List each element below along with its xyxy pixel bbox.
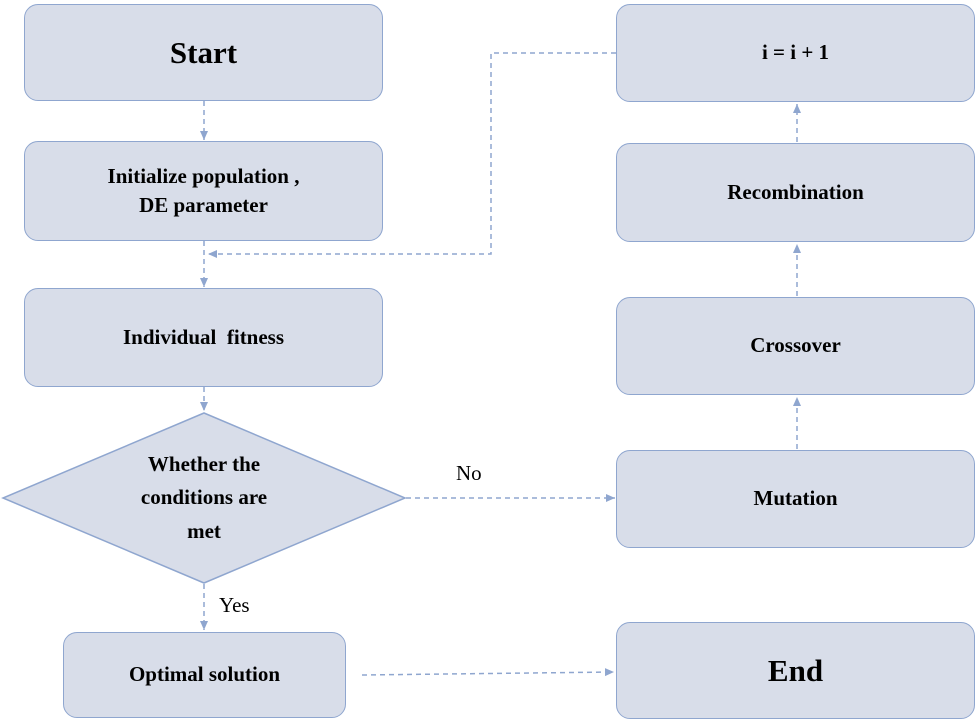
- decision-diamond: [1, 412, 407, 584]
- decision-label-line2: conditions are: [140, 485, 268, 510]
- decision-label-line1: Whether the: [147, 451, 261, 476]
- start-node-label: Start: [169, 34, 238, 70]
- recombination-node-label: Recombination: [727, 179, 864, 204]
- decision-label-line3: met: [187, 518, 221, 543]
- mutation-node-label: Mutation: [753, 486, 838, 511]
- fitness-node-label: Individual fitness: [122, 324, 285, 349]
- end-node-label: End: [767, 652, 824, 688]
- initialize-node-label-line1: Initialize population ,: [107, 163, 300, 188]
- yes-edge-label: Yes: [219, 593, 250, 617]
- decision-node-label: Whether the conditions are met: [74, 448, 334, 548]
- initialize-node: Initialize population , DE parameter: [24, 141, 383, 241]
- no-edge-label: No: [456, 461, 482, 485]
- start-node: Start: [24, 4, 383, 101]
- mutation-node: Mutation: [616, 450, 975, 548]
- initialize-node-label-line2: DE parameter: [139, 193, 268, 217]
- crossover-node-label: Crossover: [750, 333, 841, 358]
- optimal-solution-label: Optimal solution: [128, 662, 281, 687]
- increment-node: i = i + 1: [616, 4, 975, 102]
- crossover-node: Crossover: [616, 297, 975, 395]
- increment-node-label: i = i + 1: [761, 40, 830, 65]
- end-node: End: [616, 622, 975, 719]
- fitness-node: Individual fitness: [24, 288, 383, 387]
- arrow-optimal-to-end: [361, 668, 615, 677]
- recombination-node: Recombination: [616, 143, 975, 242]
- arrow-increment-loop-back: [208, 52, 616, 258]
- optimal-solution-node: Optimal solution: [63, 632, 346, 718]
